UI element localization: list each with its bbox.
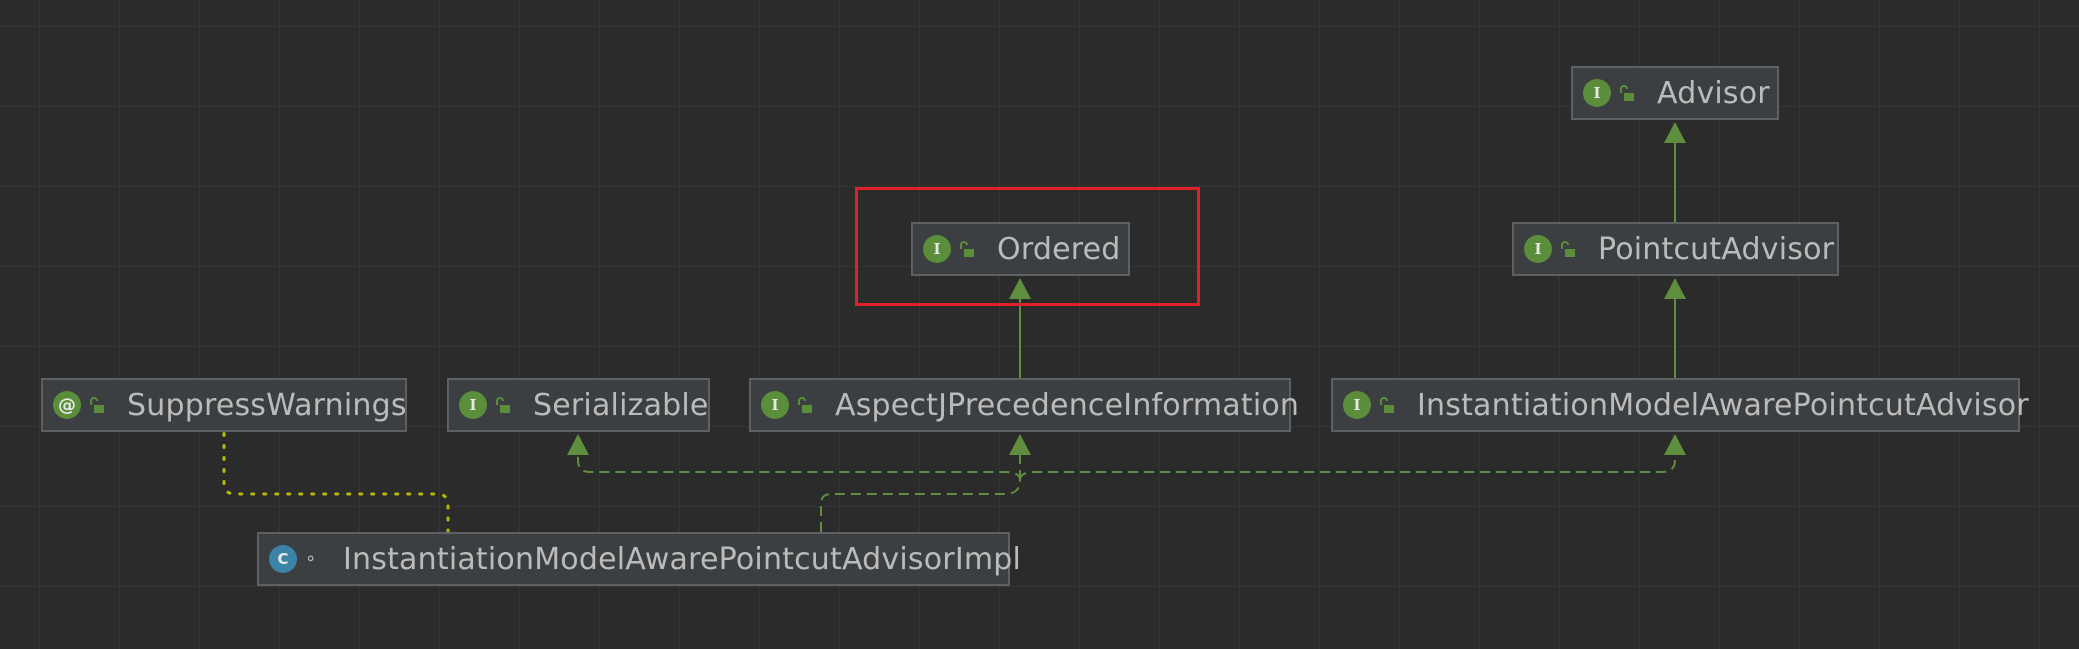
interface-icon: I: [1343, 391, 1371, 419]
node-label: SuppressWarnings: [127, 387, 407, 423]
class-icon: C: [269, 545, 297, 573]
node-pointcutadvisor[interactable]: I PointcutAdvisor: [1512, 222, 1839, 276]
annotation-icon: @: [53, 391, 81, 419]
interface-icon: I: [1524, 235, 1552, 263]
node-label: InstantiationModelAwarePointcutAdvisorIm…: [343, 541, 1022, 577]
arrow-head: [1009, 278, 1031, 299]
arrow-head: [1664, 122, 1686, 143]
node-label: Ordered: [997, 231, 1121, 267]
node-ordered[interactable]: I Ordered: [911, 222, 1130, 276]
arrow-head: [1664, 434, 1686, 455]
node-serializable[interactable]: I Serializable: [447, 378, 710, 432]
interface-icon: I: [923, 235, 951, 263]
edge-impl-serializable: [577, 446, 1022, 532]
unlock-icon: [90, 397, 104, 413]
arrow-head: [1009, 434, 1031, 455]
node-suppresswarnings[interactable]: @ SuppressWarnings: [41, 378, 407, 432]
node-label: Serializable: [533, 387, 709, 423]
unlock-icon: [1380, 397, 1394, 413]
node-aspectjprecedenceinformation[interactable]: I AspectJPrecedenceInformation: [749, 378, 1299, 432]
arrow-head: [1664, 278, 1686, 299]
node-label: PointcutAdvisor: [1598, 231, 1835, 267]
interface-icon: I: [1583, 79, 1611, 107]
node-label: AspectJPrecedenceInformation: [835, 387, 1300, 423]
unlock-icon: [798, 397, 812, 413]
unlock-icon: [1620, 85, 1634, 101]
interface-icon: I: [459, 391, 487, 419]
node-instantiationmodelawarepointcutadvisor[interactable]: I InstantiationModelAwarePointcutAdvisor: [1331, 378, 2029, 432]
edge-impl-imapa: [1019, 446, 1676, 481]
unlock-icon: [1561, 241, 1575, 257]
package-private-icon: ∘: [305, 548, 317, 569]
node-label: Advisor: [1657, 75, 1770, 111]
node-label: InstantiationModelAwarePointcutAdvisor: [1417, 387, 2029, 423]
unlock-icon: [496, 397, 510, 413]
node-advisor[interactable]: I Advisor: [1571, 66, 1779, 120]
edge-impl-suppresswarnings: [222, 430, 450, 534]
unlock-icon: [960, 241, 974, 257]
arrow-head: [567, 434, 589, 455]
interface-icon: I: [761, 391, 789, 419]
node-instantiationmodelawarepointcutadvisorimpl[interactable]: C ∘ InstantiationModelAwarePointcutAdvis…: [257, 532, 1021, 586]
